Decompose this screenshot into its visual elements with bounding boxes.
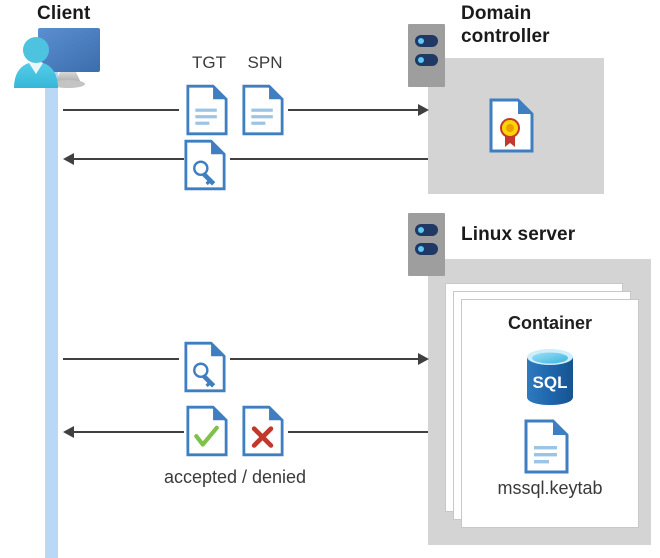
flow-result-line-right xyxy=(288,431,428,433)
container-title: Container xyxy=(507,313,592,333)
flow-present-arrowhead xyxy=(418,353,429,365)
domain-controller-server-rack-icon xyxy=(408,24,445,87)
flow-ticket-line-right xyxy=(230,158,428,160)
container-card xyxy=(461,299,639,528)
flow-request-arrowhead xyxy=(418,104,429,116)
sql-database-label: SQL xyxy=(533,373,568,392)
denied-document-icon xyxy=(242,405,284,457)
certificate-document-icon xyxy=(489,98,534,153)
linux-server-title: Linux server xyxy=(461,224,576,245)
accepted-document-icon xyxy=(186,405,228,457)
flow-ticket-line-left xyxy=(74,158,184,160)
tgt-document-icon xyxy=(186,84,228,136)
flow-ticket-arrowhead xyxy=(63,153,74,165)
client-workstation-icon xyxy=(8,26,104,88)
flow-result-arrowhead xyxy=(63,426,74,438)
domain-controller-title: Domain controller xyxy=(461,2,651,48)
label-tgt: TGT xyxy=(192,53,226,72)
domain-controller-title-line1: Domain xyxy=(461,3,532,24)
keytab-label: mssql.keytab xyxy=(497,478,603,498)
flow-request-line-right xyxy=(288,109,418,111)
linux-server-server-rack-icon xyxy=(408,213,445,276)
service-ticket-key-document-icon xyxy=(184,139,226,191)
keytab-document-icon xyxy=(524,419,569,474)
flow-present-line-right xyxy=(230,358,418,360)
present-ticket-key-document-icon xyxy=(184,341,226,393)
result-caption: accepted / denied xyxy=(163,467,307,487)
flow-present-line-left xyxy=(63,358,179,360)
flow-request-line-left xyxy=(63,109,179,111)
flow-result-line-left xyxy=(74,431,184,433)
label-spn: SPN xyxy=(247,53,283,72)
spn-document-icon xyxy=(242,84,284,136)
client-lifeline xyxy=(45,60,58,558)
sql-database-icon: SQL xyxy=(524,348,576,406)
client-title: Client xyxy=(37,3,91,24)
domain-controller-title-line2: controller xyxy=(461,26,550,47)
